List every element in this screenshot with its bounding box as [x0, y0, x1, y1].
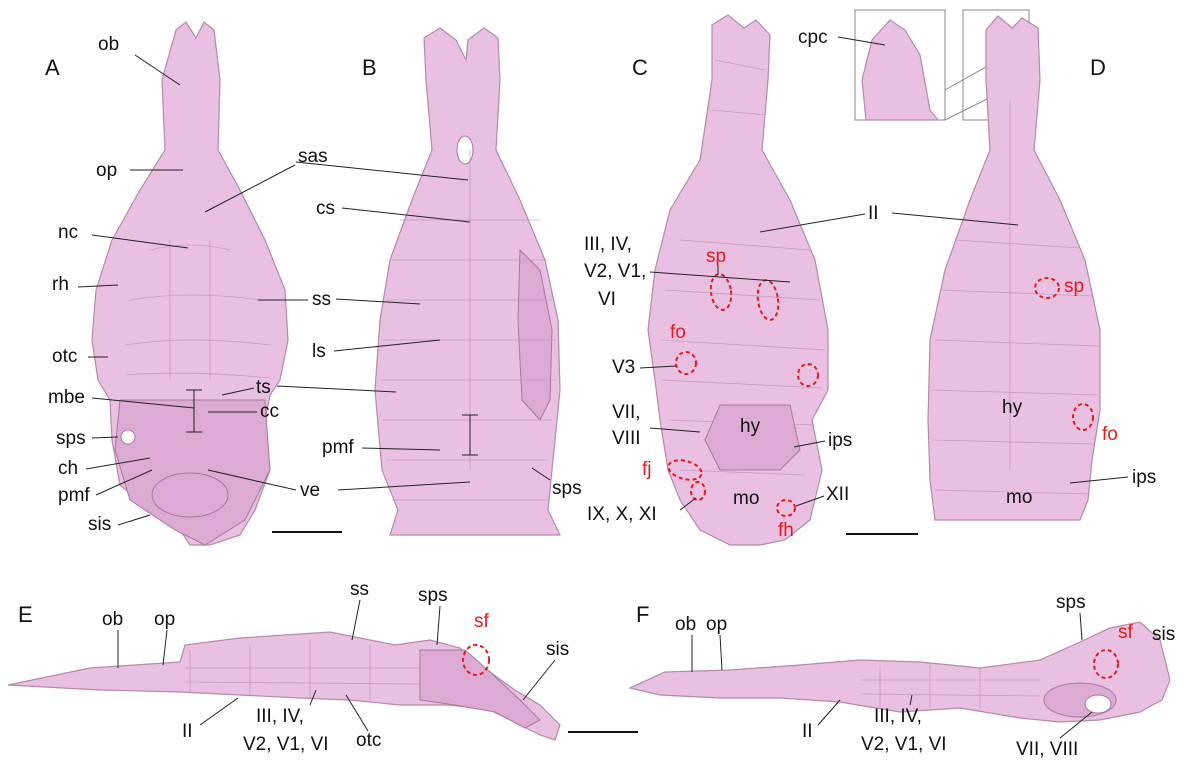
label-e-ii: II — [182, 721, 193, 742]
panel-letter-d: D — [1090, 55, 1106, 80]
label-b-pmf: pmf — [322, 437, 354, 458]
label-c-hy: hy — [740, 416, 761, 437]
label-e-sps: sps — [418, 585, 448, 606]
panel-b: B — [362, 28, 560, 535]
panel-letter-b: B — [362, 55, 377, 80]
label-c-fj: fj — [642, 459, 652, 480]
label-c-fh: fh — [778, 520, 794, 541]
label-b-cs: cs — [316, 198, 335, 219]
label-a-sps: sps — [56, 428, 86, 449]
panel-letter-f: F — [636, 602, 649, 627]
label-c-vi: VI — [598, 289, 616, 310]
specimen-d-outline — [928, 16, 1100, 520]
label-f-ob: ob — [675, 614, 696, 635]
label-a-mbe: mbe — [48, 387, 85, 408]
label-c-viii: VIII — [612, 428, 641, 449]
specimen-a-ventral-mass — [152, 473, 228, 517]
label-a-sis: sis — [88, 514, 111, 535]
label-f-sis: sis — [1152, 624, 1175, 645]
label-c-ii: II — [868, 203, 879, 224]
label-c-vii: VII, — [612, 402, 641, 423]
specimen-f-foramen — [1085, 695, 1111, 713]
label-f-sf: sf — [1118, 622, 1134, 643]
label-a-op: op — [96, 160, 117, 181]
label-e-ob: ob — [102, 609, 123, 630]
label-a-cc: cc — [260, 401, 279, 422]
specimen-e-posterior — [420, 650, 540, 728]
label-c-v2-v1: V2, V1, — [584, 261, 646, 282]
panel-a: A — [45, 22, 288, 545]
label-a-ob: ob — [98, 34, 119, 55]
label-c-iii-iv: III, IV, — [584, 234, 632, 255]
label-f-op: op — [706, 614, 727, 635]
label-e-otc: otc — [356, 730, 381, 751]
label-d-fo: fo — [1102, 424, 1118, 445]
label-f-ii: II — [802, 721, 813, 742]
panel-d: D — [855, 10, 1106, 520]
label-d-mo: mo — [1006, 487, 1032, 508]
label-a-pmf: pmf — [58, 485, 90, 506]
label-f-sps: sps — [1056, 592, 1086, 613]
specimen-c-hypophyseal — [705, 405, 800, 470]
label-e-v2-v1-vi: V2, V1, VI — [243, 734, 329, 755]
label-a-rh: rh — [52, 274, 69, 295]
label-c-ips: ips — [828, 430, 852, 451]
panel-letter-a: A — [45, 55, 60, 80]
panel-c: C — [632, 15, 828, 545]
label-d-hy: hy — [1002, 397, 1023, 418]
label-b-sps: sps — [552, 478, 582, 499]
label-e-sf: sf — [474, 611, 490, 632]
label-d-ips: ips — [1132, 467, 1156, 488]
label-c-mo: mo — [733, 488, 759, 509]
label-a-ss: ss — [312, 289, 331, 310]
panel-letter-e: E — [18, 602, 33, 627]
label-a-nc: nc — [58, 222, 78, 243]
label-a-ve: ve — [300, 480, 320, 501]
label-c-v3: V3 — [612, 357, 635, 378]
specimen-a-foramen — [121, 430, 135, 444]
label-c-xii: XII — [826, 484, 849, 505]
label-e-op: op — [154, 609, 175, 630]
label-d-cpc: cpc — [798, 27, 828, 48]
label-e-ss: ss — [350, 579, 369, 600]
label-b-ls: ls — [312, 341, 326, 362]
label-f-v2-v1-vi: V2, V1, VI — [861, 734, 947, 755]
label-a-ch: ch — [58, 458, 78, 479]
label-c-ix-x-xi: IX, X, XI — [587, 504, 657, 525]
label-c-fo: fo — [670, 322, 686, 343]
panel-letter-c: C — [632, 55, 648, 80]
label-e-iii-iv: III, IV, — [256, 706, 304, 727]
label-d-sp: sp — [1064, 276, 1084, 297]
label-a-otc: otc — [52, 346, 77, 367]
label-f-iii-iv: III, IV, — [874, 706, 922, 727]
label-f-vii-viii: VII, VIII — [1016, 739, 1078, 760]
label-a-ts: ts — [256, 377, 271, 398]
label-e-sis: sis — [546, 639, 569, 660]
specimen-b-opening — [457, 136, 473, 164]
label-c-sp: sp — [706, 246, 726, 267]
